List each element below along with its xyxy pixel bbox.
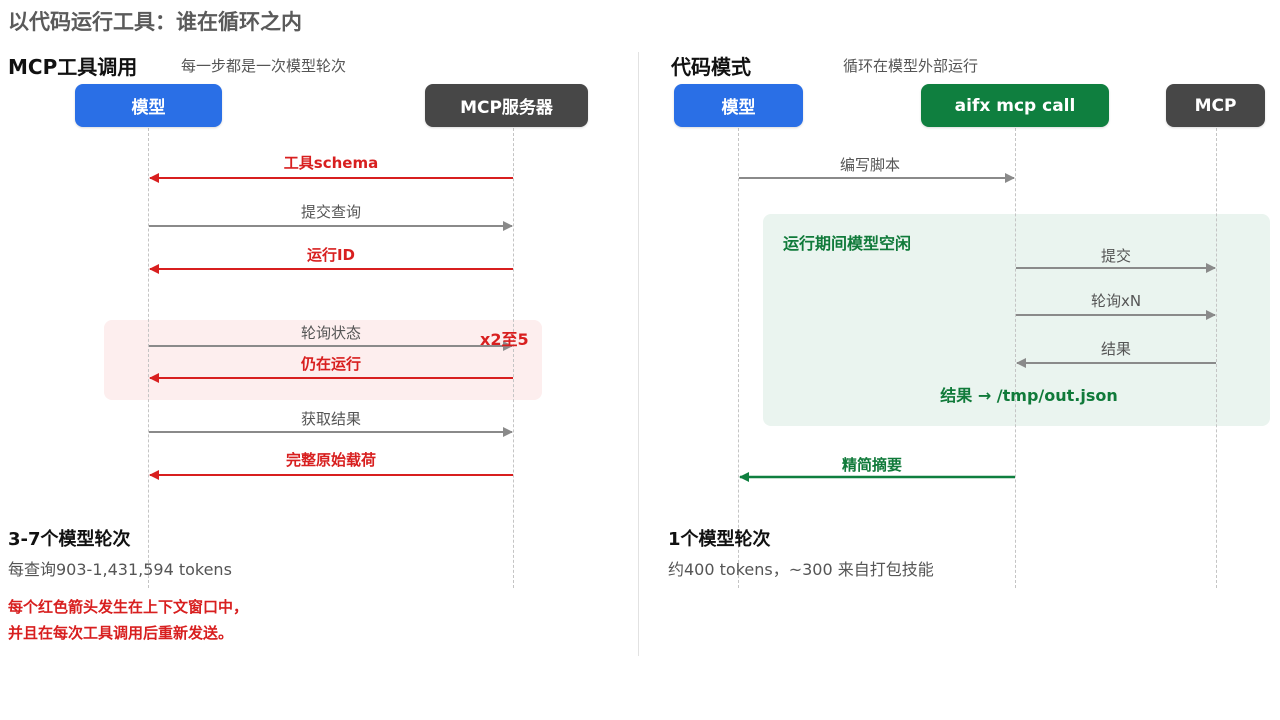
msg-repeat-count: x2至5: [480, 330, 529, 349]
left-model-box: 模型: [75, 84, 222, 127]
msg-still-running: 仍在运行: [300, 355, 362, 373]
left-summary-text: 每查询903-1,431,594 tokens: [8, 560, 232, 579]
msg-poll-status: 轮询状态: [300, 324, 362, 342]
left-subheading: 每一步都是一次模型轮次: [181, 57, 347, 75]
lifeline-right-model: [738, 128, 739, 588]
msg-full-payload: 完整原始载荷: [285, 451, 377, 469]
lifeline-left-model: [148, 128, 149, 588]
poll-loop-band: [104, 320, 542, 400]
msg-submit: 提交: [1100, 247, 1132, 265]
right-summary-text: 约400 tokens，~300 来自打包技能: [668, 560, 934, 579]
lifeline-left-server: [513, 128, 514, 588]
aifx-cli-label: aifx mcp call: [954, 95, 1076, 116]
idle-label: 运行期间模型空闲: [783, 234, 912, 253]
msg-result: 结果: [1100, 340, 1132, 358]
lifeline-right-mcp: [1216, 128, 1217, 588]
left-heading: MCP工具调用: [8, 55, 138, 79]
center-divider: [638, 52, 639, 656]
left-note-line1: 每个红色箭头发生在上下文窗口中，: [8, 598, 249, 616]
msg-summary-back: 精简摘要: [841, 456, 903, 474]
left-summary-title: 3-7个模型轮次: [8, 529, 131, 550]
right-model-box: 模型: [674, 84, 803, 127]
mcp-server-label: MCP服务器: [460, 98, 553, 118]
msg-get-result: 获取结果: [300, 410, 362, 428]
right-mcp-label: MCP: [1194, 95, 1237, 116]
msg-result-file: 结果 → /tmp/out.json: [940, 386, 1118, 405]
left-model-label: 模型: [131, 98, 166, 118]
left-note-line2: 并且在每次工具调用后重新发送。: [8, 624, 234, 642]
right-model-label: 模型: [721, 98, 756, 118]
right-heading: 代码模式: [671, 55, 751, 79]
lifeline-right-cli: [1015, 128, 1016, 588]
msg-schema: 工具schema: [283, 154, 379, 172]
msg-poll: 轮询xN: [1090, 292, 1142, 310]
page-title: 以代码运行工具：谁在循环之内: [8, 10, 302, 34]
idle-band: [763, 214, 1270, 426]
right-subheading: 循环在模型外部运行: [843, 57, 979, 75]
msg-submit-query: 提交查询: [300, 203, 362, 221]
mcp-server-box: MCP服务器: [425, 84, 588, 127]
msg-write-script: 编写脚本: [839, 156, 901, 174]
msg-run-id: 运行ID: [306, 246, 356, 264]
aifx-cli-box: aifx mcp call: [921, 84, 1109, 127]
right-mcp-box: MCP: [1166, 84, 1265, 127]
right-summary-title: 1个模型轮次: [668, 529, 771, 550]
